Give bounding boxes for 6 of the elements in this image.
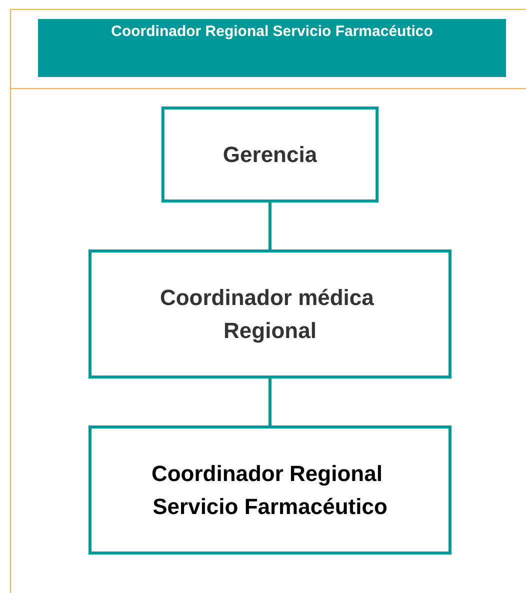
title-banner: Coordinador Regional Servicio Farmacéutico [38,19,506,77]
connector [268,377,272,427]
connector [268,201,272,251]
node-box: Gerencia [161,106,379,202]
node-box: Coordinador médica Regional [88,250,452,378]
node-box: Coordinador Regional Servicio Farmacéutico [88,426,452,554]
